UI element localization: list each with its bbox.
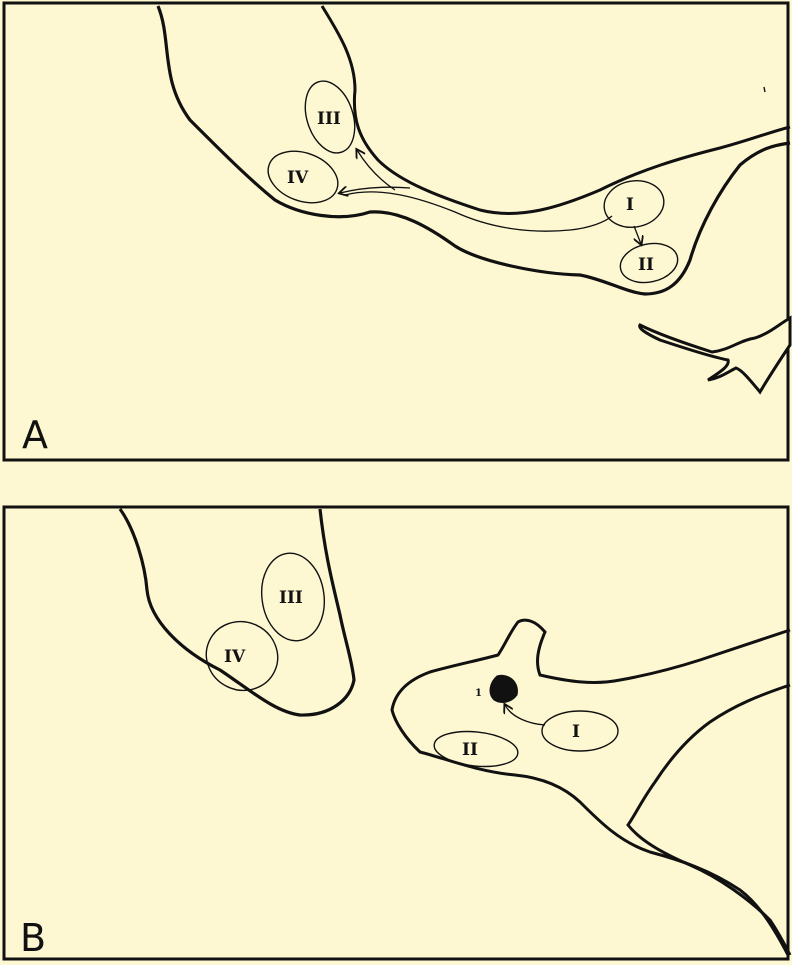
panel-b-frame: [4, 507, 788, 959]
panel-a-label: A: [22, 413, 48, 457]
panel-b: III IV I II 1 B: [4, 507, 790, 960]
panel-a-frame: [4, 3, 788, 460]
panel-a: III IV I II A: [4, 3, 790, 460]
panel-a-region-i-label: I: [626, 195, 634, 215]
panel-a-region-iii-label: III: [317, 109, 341, 129]
panel-b-lesion-label: 1: [475, 688, 482, 699]
panel-a-region-iv-label: IV: [287, 168, 309, 188]
panel-a-speck: [764, 87, 765, 92]
panel-b-region-i-label: I: [572, 722, 580, 742]
panel-a-region-ii-label: II: [638, 255, 654, 275]
panel-b-label: B: [20, 916, 46, 960]
panel-b-region-iv-label: IV: [224, 647, 246, 667]
panel-b-region-ii-label: II: [462, 740, 478, 760]
panel-b-region-iii-label: III: [279, 588, 303, 608]
